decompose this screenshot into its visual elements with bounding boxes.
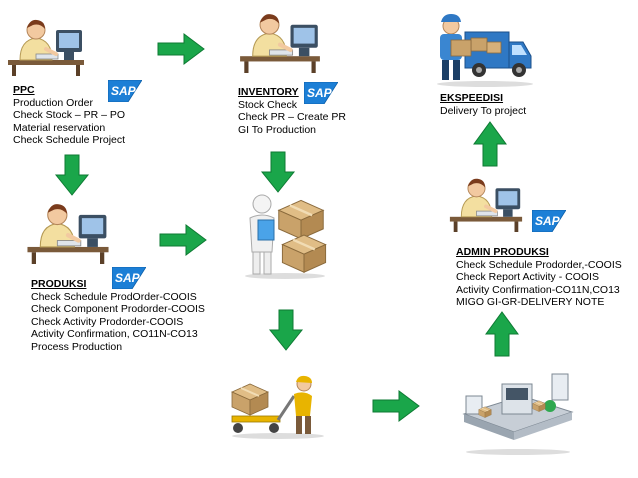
admin-produksi-worker-icon bbox=[448, 175, 524, 235]
ppc-line: Check Schedule Project bbox=[13, 134, 126, 147]
admin-produksi-line: Check Report Activity - COOIS bbox=[456, 271, 599, 284]
sap-logo-icon: SAP bbox=[112, 267, 146, 289]
arrow-right-icon bbox=[372, 390, 420, 422]
ppc-worker-icon bbox=[6, 16, 86, 78]
produksi-line: Activity Confirmation, CO11N-CO13 bbox=[31, 328, 198, 341]
arrow-up-icon bbox=[485, 311, 519, 357]
arrow-down-icon bbox=[260, 151, 296, 193]
inventory-title: INVENTORY bbox=[238, 86, 299, 98]
produksi-line: Process Production bbox=[31, 340, 123, 353]
admin-produksi-line: MIGO GI-GR-DELIVERY NOTE bbox=[456, 296, 605, 309]
pallet-jack-icon bbox=[228, 374, 328, 440]
ppc-line: Check Stock – PR – PO bbox=[13, 109, 126, 122]
sap-logo-icon: SAP bbox=[304, 82, 338, 104]
produksi-worker-icon bbox=[25, 200, 111, 268]
ekspedisi-line: Delivery To project bbox=[440, 104, 527, 117]
produksi-title: PRODUKSI bbox=[31, 278, 87, 290]
admin-produksi-title: ADMIN PRODUKSI bbox=[456, 246, 549, 258]
delivery-truck-icon bbox=[425, 8, 537, 88]
arrow-down-icon bbox=[268, 309, 304, 351]
produksi-block: PRODUKSI Check Schedule ProdOrder-COOIS … bbox=[31, 278, 205, 354]
box-carrier-icon bbox=[240, 190, 330, 280]
ppc-line: Material reservation bbox=[13, 121, 106, 134]
inventory-line: Check PR – Create PR bbox=[238, 111, 346, 124]
arrow-up-icon bbox=[473, 121, 507, 167]
ppc-line: Production Order bbox=[13, 96, 93, 109]
arrow-down-icon bbox=[54, 154, 90, 196]
admin-produksi-line: Check Schedule Prodorder,-COOIS bbox=[456, 258, 622, 271]
ppc-block: PPC Production Order Check Stock – PR – … bbox=[13, 84, 125, 147]
sap-logo-icon: SAP bbox=[108, 80, 142, 102]
sap-logo-icon: SAP bbox=[532, 210, 566, 232]
arrow-right-icon bbox=[157, 33, 205, 65]
ppc-title: PPC bbox=[13, 84, 35, 96]
inventory-line: Stock Check bbox=[238, 98, 297, 111]
inventory-line: GI To Production bbox=[238, 123, 317, 136]
inventory-worker-icon bbox=[238, 10, 322, 74]
produksi-line: Check Component Prodorder-COOIS bbox=[31, 303, 205, 316]
arrow-right-icon bbox=[159, 224, 207, 256]
admin-produksi-line: Activity Confirmation-CO11N,CO13 bbox=[456, 283, 620, 296]
produksi-line: Check Schedule ProdOrder-COOIS bbox=[31, 290, 197, 303]
ekspedisi-title: EKSPEEDISI bbox=[440, 92, 504, 104]
ekspedisi-block: EKSPEEDISI Delivery To project bbox=[440, 92, 526, 117]
inventory-block: INVENTORY Stock Check Check PR – Create … bbox=[238, 86, 346, 136]
conveyor-machine-icon bbox=[462, 366, 574, 456]
produksi-line: Check Activity Prodorder-COOIS bbox=[31, 315, 184, 328]
admin-produksi-block: ADMIN PRODUKSI Check Schedule Prodorder,… bbox=[456, 246, 622, 309]
